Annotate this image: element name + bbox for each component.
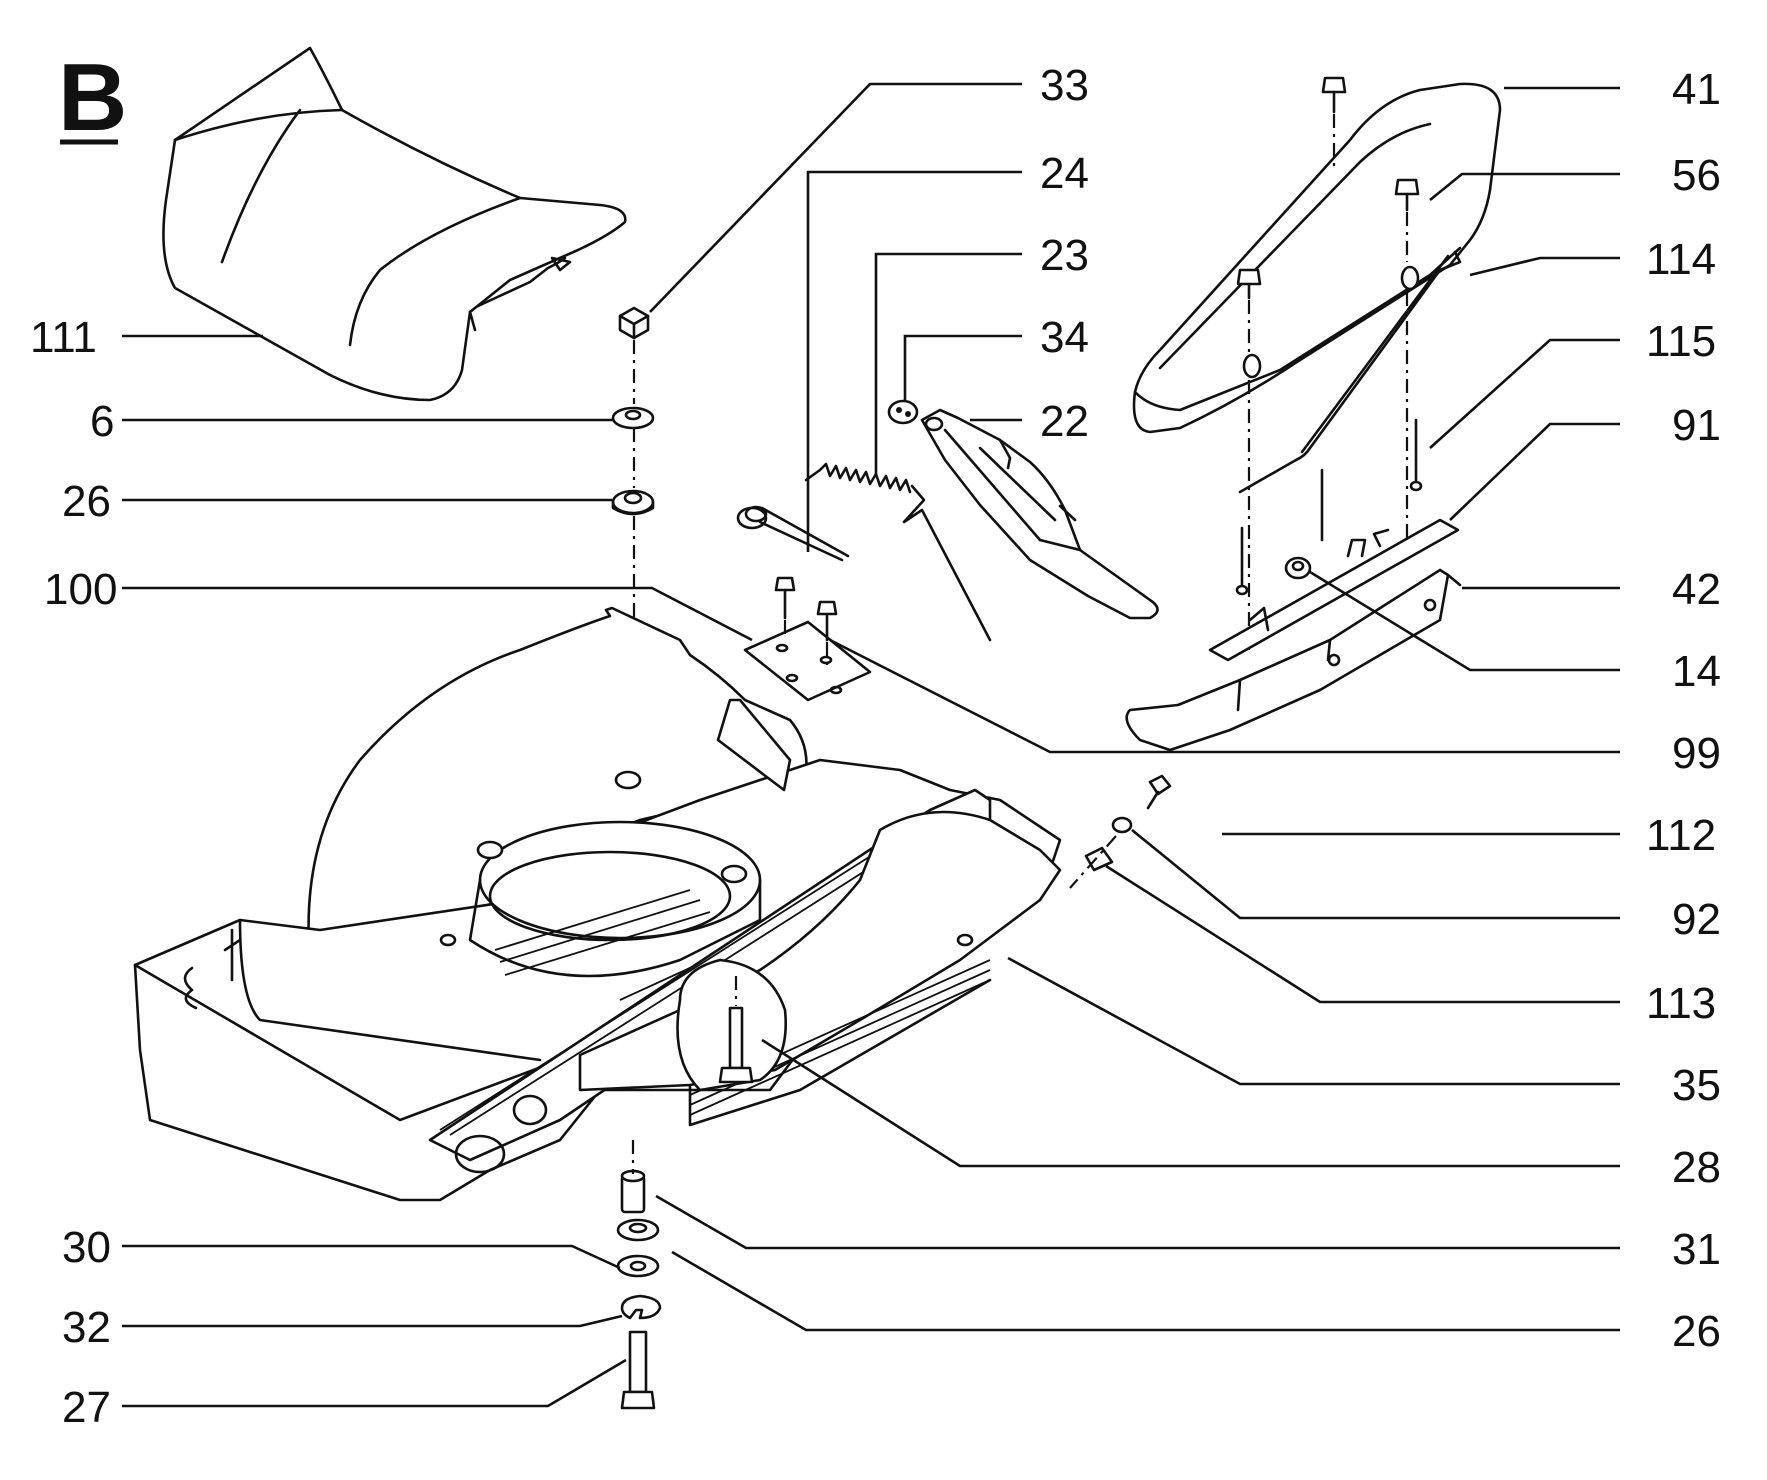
- part-99-screws: [774, 576, 838, 668]
- callout-113: 113: [1646, 979, 1716, 1028]
- callout-35: 35: [1672, 1061, 1721, 1110]
- part-30-washer: [616, 1254, 660, 1278]
- leader-lines: [122, 82, 1620, 1408]
- part-111-cover: [162, 46, 627, 402]
- part-115-studs: [1235, 418, 1423, 596]
- callout-23: 23: [1040, 231, 1089, 280]
- callout-24: 24: [1040, 149, 1089, 198]
- part-14-knob: [1284, 556, 1312, 580]
- part-113-clip: [1069, 835, 1117, 889]
- callout-34: 34: [1040, 313, 1089, 362]
- callout-112: 112: [1646, 811, 1716, 860]
- part-6-washer: [611, 406, 655, 430]
- part-33-nut: [618, 306, 650, 340]
- callout-111: 111: [30, 313, 97, 362]
- part-32-lock-washer: [620, 1294, 662, 1320]
- callout-22: 22: [1040, 397, 1089, 446]
- part-31-spacer: [620, 1169, 646, 1214]
- part-34-rivet: [887, 399, 919, 425]
- part-100-plate: [743, 620, 872, 702]
- callout-99: 99: [1672, 729, 1721, 778]
- callout-33: 33: [1040, 61, 1089, 110]
- part-56-bolts: [1236, 76, 1420, 650]
- callout-100: 100: [44, 565, 117, 614]
- callout-26-upper: 26: [62, 477, 111, 526]
- callout-42: 42: [1672, 565, 1721, 614]
- callout-56: 56: [1672, 151, 1721, 200]
- part-91-bracket: [1208, 518, 1460, 662]
- callout-26-lower: 26: [1672, 1307, 1721, 1356]
- mower-deck-housing: [133, 606, 1062, 1202]
- section-letter: B: [58, 44, 127, 151]
- part-28-bolt: [718, 976, 754, 1084]
- callout-114: 114: [1646, 235, 1716, 284]
- part-42-base-bracket: [1125, 568, 1462, 752]
- part-92-washer: [1111, 816, 1133, 834]
- callout-labels: 111 6 26 100 30 32 27 33 24 23 34 22 41 …: [30, 61, 1721, 1432]
- part-41-handle-cover: [1132, 82, 1502, 434]
- callout-91: 91: [1672, 401, 1721, 450]
- callout-28: 28: [1672, 1143, 1721, 1192]
- callout-32: 32: [62, 1303, 111, 1352]
- part-24-pin: [736, 505, 850, 562]
- part-22-lever: [920, 408, 1159, 620]
- callout-31: 31: [1672, 1225, 1721, 1274]
- callout-6: 6: [90, 397, 114, 446]
- part-112-screw: [1146, 774, 1172, 810]
- callout-30: 30: [62, 1223, 111, 1272]
- part-27-bolt: [620, 1330, 656, 1410]
- part-26-washer-lower: [616, 1218, 660, 1242]
- part-26-washer-upper: [611, 489, 655, 516]
- callout-14: 14: [1672, 647, 1721, 696]
- part-114-rod: [1238, 250, 1462, 494]
- callout-27: 27: [62, 1383, 111, 1432]
- callout-41: 41: [1672, 65, 1721, 114]
- callout-115: 115: [1646, 317, 1716, 366]
- callout-92: 92: [1672, 895, 1721, 944]
